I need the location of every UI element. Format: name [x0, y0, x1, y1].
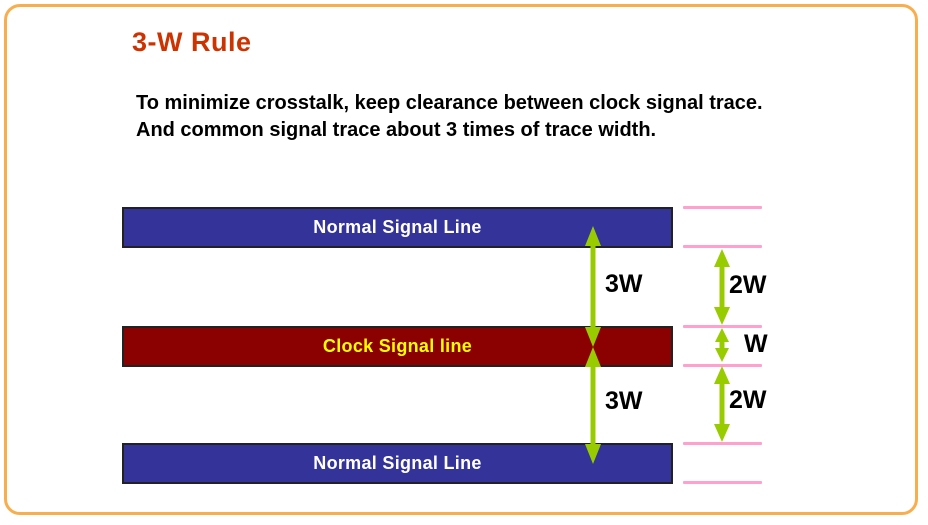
normal-signal-line-top-bar: Normal Signal Line: [122, 207, 673, 248]
clock-signal-line-label: Clock Signal line: [322, 336, 473, 356]
description-line-2: And common signal trace about 3 times of…: [136, 119, 657, 141]
trace-edge-tick-2: [683, 245, 762, 248]
measurement-label-w: W: [744, 330, 768, 358]
trace-edge-tick-5: [683, 442, 762, 445]
description-line-1: To minimize crosstalk, keep clearance be…: [136, 92, 763, 114]
trace-edge-tick-6: [683, 481, 762, 484]
page-title: 3-W Rule: [132, 27, 252, 57]
normal-signal-line-bottom-label: Normal Signal Line: [313, 453, 482, 473]
normal-signal-line-bottom-bar: Normal Signal Line: [122, 443, 673, 484]
measurement-label-3w-bottom: 3W: [605, 387, 643, 415]
measurement-label-2w-top: 2W: [729, 271, 767, 299]
trace-edge-tick-1: [683, 206, 762, 209]
clock-signal-line-bar: Clock Signal line: [122, 326, 673, 367]
slide-border-frame: [4, 4, 918, 515]
description-text: To minimize crosstalk, keep clearance be…: [136, 90, 763, 144]
normal-signal-line-top-label: Normal Signal Line: [313, 217, 482, 237]
trace-edge-tick-4: [683, 364, 762, 367]
trace-edge-tick-3: [683, 325, 762, 328]
measurement-label-2w-bottom: 2W: [729, 386, 767, 414]
measurement-label-3w-top: 3W: [605, 270, 643, 298]
